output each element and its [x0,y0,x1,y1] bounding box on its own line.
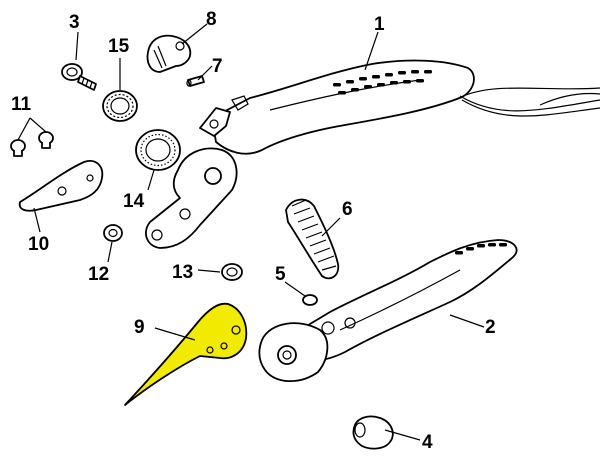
part-13-nut [221,263,243,281]
part-8-knob [146,34,192,73]
part-14-bearing [135,129,181,171]
part-1-blade-bracket [145,147,238,249]
label-part-13: 13 [172,262,193,283]
label-part-6: 6 [342,199,353,220]
part-3-bolt [61,63,97,91]
label-part-5: 5 [275,264,286,285]
label-part-15: 15 [108,36,130,57]
part-10-plate [18,160,104,212]
part-2-lower-handle [258,239,518,383]
label-part-11: 11 [11,94,32,115]
label-part-14: 14 [123,191,145,212]
part-12-nut [103,224,123,242]
label-part-4: 4 [422,432,433,453]
label-part-12: 12 [88,264,109,285]
label-part-2: 2 [485,317,496,338]
label-part-7: 7 [212,56,223,77]
part-7-pin [186,75,205,87]
part-15-washer [102,90,138,122]
part-6-spring [285,198,340,280]
part-labels: 1 2 3 4 5 6 7 8 9 10 11 12 13 14 15 [11,9,496,453]
part-9-blade [124,302,248,406]
label-part-8: 8 [206,9,217,30]
part-4-end-cap [352,415,394,450]
part-1-upper-handle [199,59,600,155]
label-part-3: 3 [69,12,80,33]
label-part-10: 10 [28,234,49,255]
label-part-9: 9 [134,317,145,338]
part-5-pin [302,294,318,306]
leader-lines [17,23,485,441]
label-part-1: 1 [374,14,385,35]
part-11-screws [10,131,54,157]
